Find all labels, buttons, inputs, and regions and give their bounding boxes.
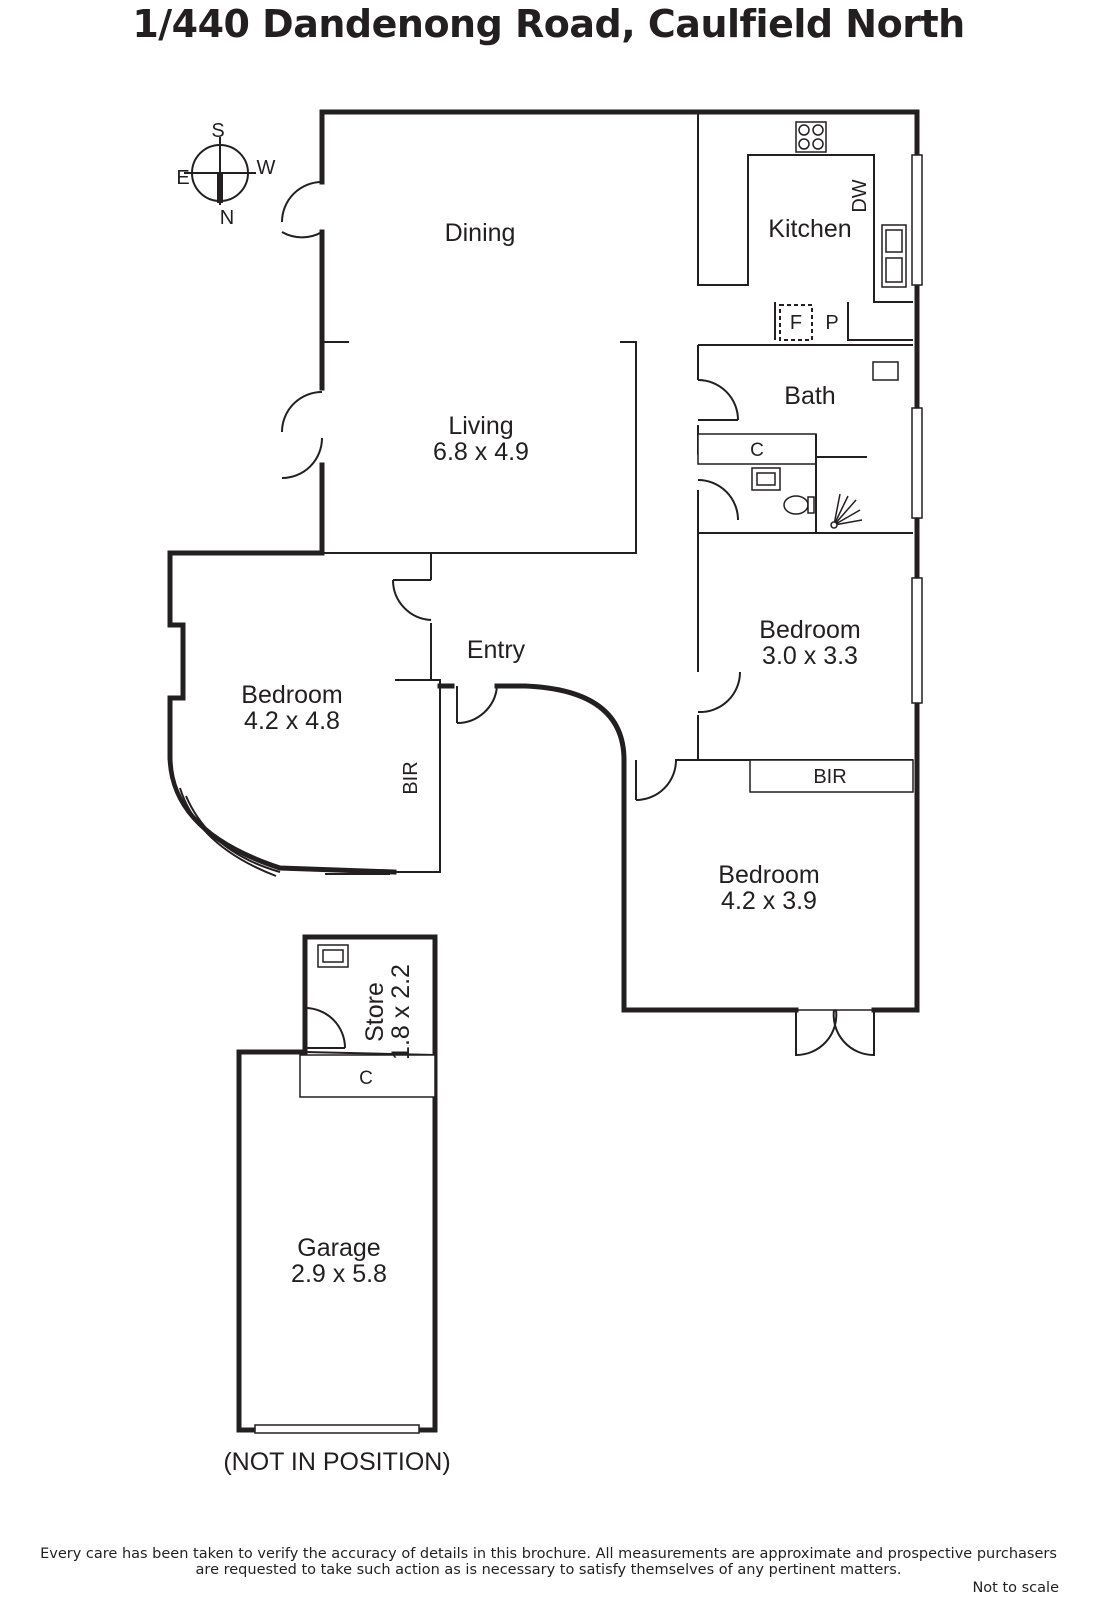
garage-walls <box>236 934 438 1434</box>
compass-rose-icon: S E W N <box>176 120 275 229</box>
disclaimer-line-2: are requested to take such action as is … <box>195 1562 902 1578</box>
compass-north-label: N <box>220 207 234 229</box>
page-title: 1/440 Dandenong Road, Caulfield North <box>132 2 965 46</box>
dining-label: Dining <box>445 219 516 247</box>
hot-water-icon <box>872 361 899 381</box>
living-size: 6.8 x 4.9 <box>433 438 529 466</box>
garage-size: 2.9 x 5.8 <box>291 1260 387 1288</box>
disclaimer-line-1: Every care has been taken to verify the … <box>40 1546 1057 1562</box>
disclaimer: Every care has been taken to verify the … <box>0 1546 1097 1578</box>
shower-icon <box>830 493 863 529</box>
garage-position-note: (NOT IN POSITION) <box>223 1448 450 1476</box>
garage-label: Garage <box>297 1234 380 1262</box>
entry-label: Entry <box>467 636 526 664</box>
bedroom-upper-right-size: 3.0 x 3.3 <box>762 642 858 670</box>
fridge-label: F <box>790 312 802 334</box>
dishwasher-label: DW <box>849 179 871 212</box>
scale-note: Not to scale <box>972 1580 1059 1596</box>
bath-label: Bath <box>784 382 835 410</box>
bedroom-left-size: 4.2 x 4.8 <box>244 707 340 735</box>
bedroom-left-bir-label: BIR <box>400 761 422 794</box>
compass-west-label: W <box>257 157 276 179</box>
kitchen-label: Kitchen <box>768 215 851 243</box>
garage-cupboard-label: C <box>359 1068 373 1089</box>
vanity-icon <box>751 467 781 491</box>
bedroom-lower-right-bir-label: BIR <box>813 766 846 788</box>
bedroom-left-label: Bedroom <box>241 681 342 709</box>
kitchen-fixtures <box>751 121 907 529</box>
pantry-label: P <box>825 312 838 334</box>
fridge-space <box>779 304 813 341</box>
store-size: 1.8 x 2.2 <box>387 964 415 1060</box>
store-label: Store <box>361 982 389 1042</box>
cooktop-icon <box>795 121 827 153</box>
garage-door <box>254 1424 420 1434</box>
bedroom-lower-right-size: 4.2 x 3.9 <box>721 887 817 915</box>
bedroom-lower-right-label: Bedroom <box>718 861 819 889</box>
compass-east-label: E <box>176 167 189 189</box>
windows-right <box>911 154 923 704</box>
living-label: Living <box>448 412 513 440</box>
bath-cupboard-label: C <box>750 440 764 461</box>
toilet-icon <box>783 495 809 515</box>
bedroom-upper-right-label: Bedroom <box>759 616 860 644</box>
compass-south-label: S <box>211 120 224 142</box>
house-walls <box>167 109 920 1013</box>
doors <box>281 181 875 1057</box>
